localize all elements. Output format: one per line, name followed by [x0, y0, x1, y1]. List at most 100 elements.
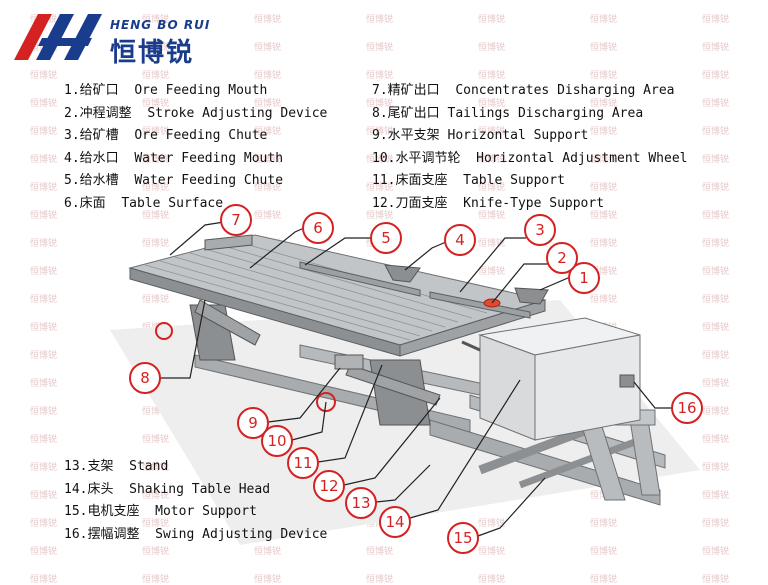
watermark-text: 恒博锐 [366, 211, 394, 221]
watermark-text: 恒博锐 [30, 295, 58, 305]
svg-text:15: 15 [453, 529, 472, 547]
callout-7: 7 [220, 204, 252, 236]
water-feeding-chute [299, 261, 421, 297]
watermark-text: 恒博锐 [702, 379, 730, 389]
watermark-text: 恒博锐 [702, 323, 730, 333]
watermark-text: 恒博锐 [366, 127, 394, 137]
watermark-text: 恒博锐 [702, 407, 730, 417]
callout-8: 8 [129, 362, 161, 394]
watermark-text: 恒博锐 [366, 547, 394, 557]
watermark-text: 恒博锐 [142, 15, 170, 25]
legend-item: 6.床面 Table Surface [64, 195, 224, 211]
watermark-text: 恒博锐 [702, 351, 730, 361]
legend-item: 4.给水口 Water Feeding Mouth [64, 150, 284, 166]
watermark-text: 恒博锐 [142, 71, 170, 81]
watermark-text: 恒博锐 [30, 211, 58, 221]
svg-text:14: 14 [385, 513, 404, 531]
watermark-text: 恒博锐 [590, 155, 618, 165]
watermark-text: 恒博锐 [30, 127, 58, 137]
callout-10: 10 [261, 425, 293, 457]
watermark-text: 恒博锐 [254, 155, 282, 165]
watermark-text: 恒博锐 [254, 15, 282, 25]
watermark-text: 恒博锐 [254, 43, 282, 53]
watermark-text: 恒博锐 [254, 99, 282, 109]
swing-adjusting-device [619, 374, 635, 388]
svg-text:6: 6 [313, 219, 323, 237]
callout-9: 9 [237, 407, 269, 439]
watermark-text: 恒博锐 [254, 211, 282, 221]
watermark-text: 恒博锐 [702, 99, 730, 109]
brand-name-cn: 恒博锐 [110, 38, 195, 68]
watermark-text: 恒博锐 [142, 127, 170, 137]
adjustment-wheel-left [155, 322, 173, 340]
callout-5: 5 [370, 222, 402, 254]
shaking-table-head [461, 317, 641, 441]
watermark-text: 恒博锐 [478, 239, 506, 249]
watermark-text: 恒博锐 [366, 99, 394, 109]
legend-item: 14.床头 Shaking Table Head [64, 481, 271, 497]
watermark-text: 恒博锐 [702, 71, 730, 81]
legend-item: 5.给水槽 Water Feeding Chute [64, 173, 284, 189]
svg-text:16: 16 [677, 399, 696, 417]
watermark-text: 恒博锐 [30, 379, 58, 389]
legend-item: 11.床面支座 Table Support [372, 173, 565, 189]
watermark-text: 恒博锐 [590, 267, 618, 277]
svg-text:7: 7 [231, 211, 241, 229]
legend-item: 10.水平调节轮 Horizontal Adjustment Wheel [372, 150, 688, 166]
watermark-text: 恒博锐 [30, 463, 58, 473]
watermark-text: 恒博锐 [702, 547, 730, 557]
legend-item: 9.水平支架 Horizontal Support [372, 128, 589, 144]
watermark-text: 恒博锐 [702, 43, 730, 53]
horizontal-adjustment-wheel [316, 392, 336, 412]
watermark-text: 恒博锐 [142, 547, 170, 557]
watermark-text: 恒博锐 [478, 15, 506, 25]
watermark-text: 恒博锐 [478, 267, 506, 277]
watermark-text: 恒博锐 [366, 155, 394, 165]
watermark-text: 恒博锐 [478, 127, 506, 137]
legend-item: 1.给矿口 Ore Feeding Mouth [64, 83, 268, 98]
watermark-text: 恒博锐 [142, 99, 170, 109]
watermark-text: 恒博锐 [590, 295, 618, 305]
leader-lines [160, 221, 672, 537]
callout-13: 13 [345, 487, 377, 519]
watermark-text: 恒博锐 [590, 183, 618, 193]
watermark-text: 恒博锐 [702, 127, 730, 137]
watermark-text: 恒博锐 [590, 71, 618, 81]
legend-item: 16.摆幅调整 Swing Adjusting Device [64, 526, 328, 542]
watermark-text: 恒博锐 [142, 155, 170, 165]
watermark-text: 恒博锐 [142, 491, 170, 501]
watermark-text: 恒博锐 [590, 15, 618, 25]
legend-list-right: 7.精矿出口 Concentrates Disharging Area 8.尾矿… [372, 80, 687, 216]
callout-4: 4 [444, 224, 476, 256]
svg-text:8: 8 [140, 369, 150, 387]
watermark-text: 恒博锐 [142, 463, 170, 473]
watermark-text: 恒博锐 [590, 211, 618, 221]
watermark-text: 恒博锐 [590, 547, 618, 557]
watermark-text: 恒博锐 [478, 547, 506, 557]
watermark-text: 恒博锐 [702, 519, 730, 529]
legend-list-bottom: 13.支架 Stand 14.床头 Shaking Table Head 15.… [64, 456, 327, 546]
watermark-text: 恒博锐 [30, 155, 58, 165]
watermark-text: 恒博锐 [254, 183, 282, 193]
watermark-text: 恒博锐 [142, 407, 170, 417]
legend-item: 8.尾矿出口 Tailings Discharging Area [372, 105, 644, 121]
callout-14: 14 [379, 506, 411, 538]
svg-text:11: 11 [293, 454, 312, 472]
svg-text:13: 13 [351, 494, 370, 512]
concentrates-outlet [204, 234, 253, 251]
watermark-text: 恒博锐 [142, 183, 170, 193]
legend-item: 2.冲程调整 Stroke Adjusting Device [64, 105, 328, 121]
watermark-text: 恒博锐 [702, 15, 730, 25]
legend-item: 13.支架 Stand [64, 459, 169, 474]
watermark-text: 恒博锐 [702, 155, 730, 165]
watermark-text: 恒博锐 [30, 407, 58, 417]
watermark-text: 恒博锐 [366, 183, 394, 193]
watermark-text: 恒博锐 [30, 99, 58, 109]
watermark-text: 恒博锐 [142, 519, 170, 529]
watermark-text: 恒博锐 [702, 491, 730, 501]
watermark-text: 恒博锐 [478, 211, 506, 221]
watermark-text: 恒博锐 [590, 99, 618, 109]
watermark-text: 恒博锐 [478, 155, 506, 165]
svg-text:10: 10 [267, 432, 286, 450]
